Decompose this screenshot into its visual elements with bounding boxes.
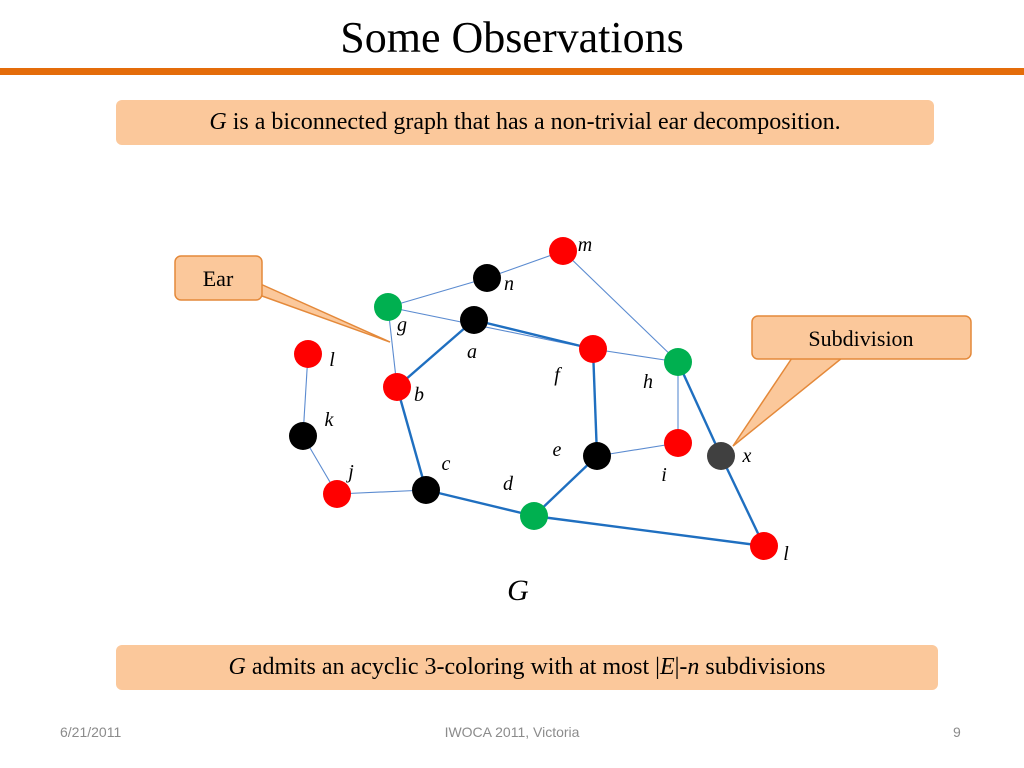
edge-m-h — [562, 250, 679, 363]
node-l2 — [750, 532, 778, 560]
edge-b-c — [395, 386, 428, 491]
subdivision-callout-pointer — [732, 357, 845, 447]
node-x — [707, 442, 735, 470]
node-label-d: d — [503, 473, 514, 495]
conclusion-edges-symbol: E — [659, 654, 675, 680]
footer-venue: IWOCA 2011, Victoria — [444, 724, 580, 740]
node-label-j: j — [345, 461, 354, 483]
node-a — [460, 306, 488, 334]
node-label-m: m — [578, 234, 592, 256]
footer-date: 6/21/2011 — [60, 724, 122, 740]
node-f — [579, 335, 607, 363]
edge-c-d — [425, 488, 535, 518]
edge-g-n — [387, 277, 488, 308]
node-label-n: n — [504, 273, 514, 295]
node-d — [520, 502, 548, 530]
node-b — [383, 373, 411, 401]
edge-a-b — [396, 319, 475, 388]
conclusion-text-1: admits an acyclic 3-coloring with at mos… — [245, 654, 660, 680]
statement-text: is a biconnected graph that has a non-tr… — [226, 109, 841, 135]
edge-h-x — [676, 361, 723, 457]
slide-title: Some Observations — [340, 13, 684, 62]
node-label-f: f — [554, 364, 562, 386]
edges-layer — [302, 250, 766, 548]
conclusion-box: G admits an acyclic 3-coloring with at m… — [116, 645, 938, 690]
node-e — [583, 442, 611, 470]
node-h — [664, 348, 692, 376]
edge-d-l2 — [533, 514, 765, 548]
node-label-k: k — [325, 409, 335, 431]
node-m — [549, 237, 577, 265]
node-label-b: b — [414, 384, 424, 406]
node-k — [289, 422, 317, 450]
graph-name-label: G — [507, 574, 529, 607]
ear-callout-box — [174, 255, 263, 301]
node-n — [473, 264, 501, 292]
footer-page-number: 9 — [953, 724, 961, 740]
conclusion-text-2: |- — [674, 654, 688, 680]
edge-j-c — [336, 489, 427, 495]
node-label-h: h — [643, 371, 653, 393]
subdivision-callout-label: Subdivision — [808, 326, 913, 351]
edge-a-f — [473, 318, 594, 351]
node-label-l1: l — [329, 349, 335, 371]
edge-g-f — [387, 306, 594, 350]
nodes-layer — [289, 237, 778, 560]
node-label-l2: l — [783, 543, 789, 565]
node-label-x: x — [742, 445, 752, 467]
node-label-g: g — [397, 314, 407, 336]
edge-e-f — [591, 348, 599, 457]
statement-symbol: G — [209, 109, 227, 135]
node-label-i: i — [661, 464, 667, 486]
conclusion-n-symbol: n — [687, 654, 700, 680]
conclusion-symbol: G — [228, 654, 246, 680]
edge-d-e — [533, 455, 598, 517]
node-c — [412, 476, 440, 504]
node-label-c: c — [442, 453, 451, 475]
title-divider — [0, 68, 1024, 75]
ear-callout-pointer — [254, 280, 391, 343]
edge-x-l2 — [719, 455, 766, 547]
edge-f-h — [592, 348, 679, 363]
node-i — [664, 429, 692, 457]
conclusion-text-3: subdivisions — [699, 654, 826, 680]
node-j — [323, 480, 351, 508]
node-l1 — [294, 340, 322, 368]
node-label-a: a — [467, 341, 477, 363]
labels-layer: m n g a f h l b k e i x j c d l — [325, 234, 790, 565]
subdivision-callout-box — [751, 315, 972, 360]
ear-callout-label: Ear — [203, 266, 234, 291]
statement-box: G is a biconnected graph that has a non-… — [116, 100, 934, 145]
node-label-e: e — [553, 439, 562, 461]
node-g — [374, 293, 402, 321]
